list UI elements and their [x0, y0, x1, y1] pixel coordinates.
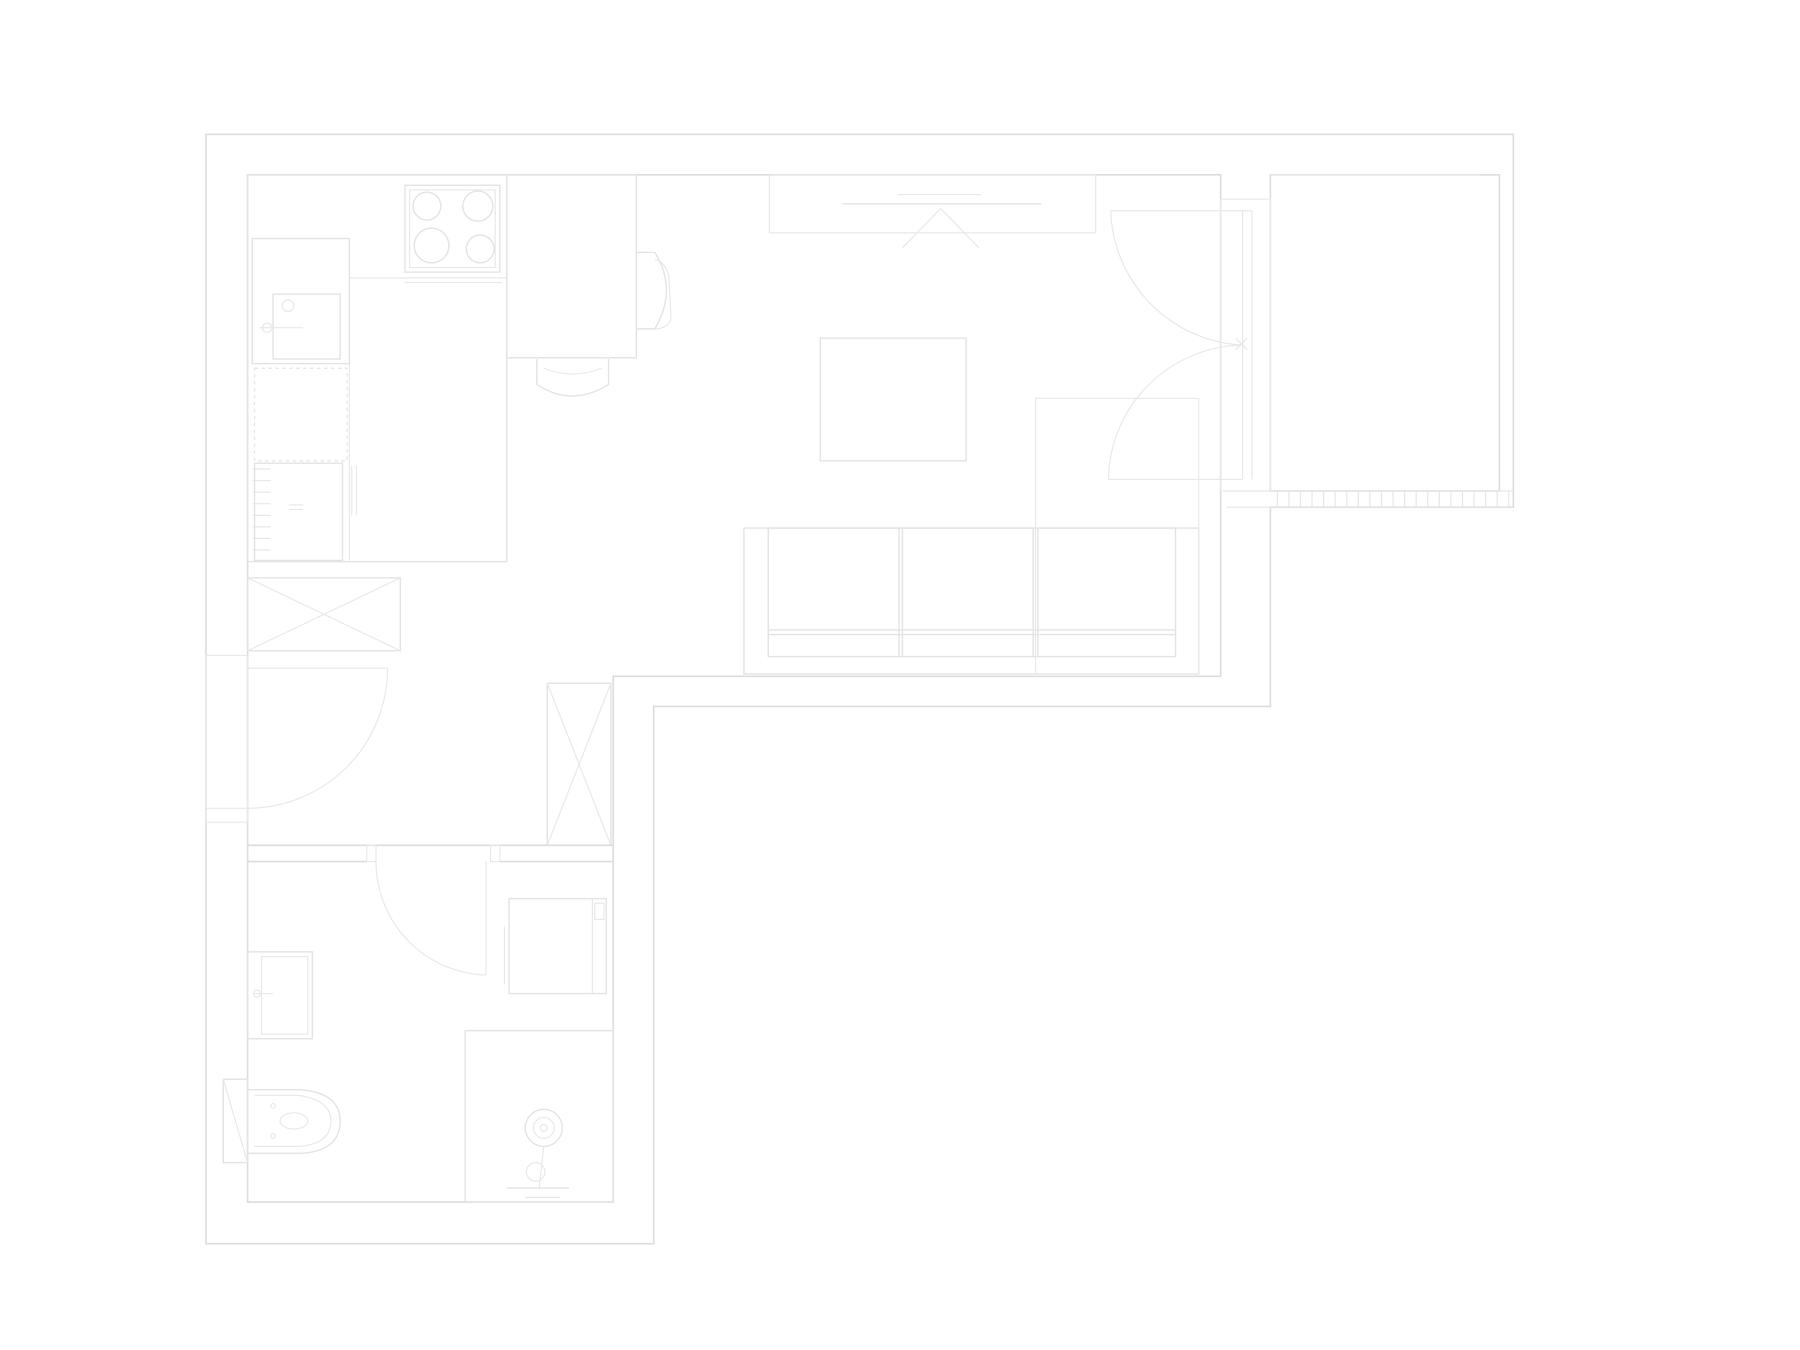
outer-walls [205, 133, 1515, 1245]
wardrobe [1034, 397, 1200, 675]
bathroom-door [375, 861, 487, 976]
coffee-table [819, 337, 967, 462]
inner-wall-outline [246, 174, 1222, 1203]
hall-cabinet [546, 682, 612, 847]
balcony-door-frame [1220, 198, 1271, 492]
hall-wardrobe [246, 577, 402, 652]
bathroom-sink [246, 951, 314, 1040]
door-swing-arc-top [1110, 210, 1243, 346]
toilet [222, 1078, 341, 1164]
washing-machine [503, 897, 607, 995]
shower [464, 1029, 614, 1203]
kitchen-counter-outline [246, 174, 508, 563]
balcony-railing-hatch [1226, 490, 1514, 508]
dining-chair-bottom [536, 358, 610, 397]
door-swing-arc-bottom [1107, 344, 1243, 480]
refrigerator [253, 367, 357, 562]
dining-chair-right [636, 251, 668, 330]
outer-wall-outline [205, 133, 1515, 1245]
sofa [743, 527, 1200, 675]
cooktop [404, 184, 503, 284]
kitchen-sink [251, 237, 351, 365]
entrance-door [205, 654, 389, 823]
window-living [768, 174, 1097, 234]
kitchen-counter-hatch [252, 468, 271, 551]
window-opening-mark [902, 207, 980, 249]
dining-table [506, 174, 638, 359]
balcony [1269, 174, 1501, 492]
